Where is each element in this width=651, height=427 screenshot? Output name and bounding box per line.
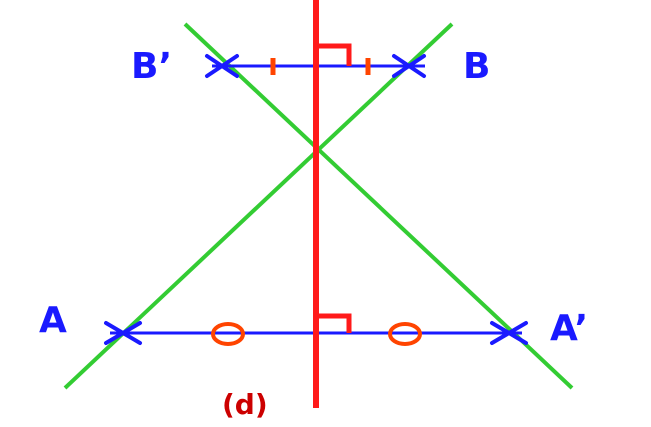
- label-b: B: [463, 46, 490, 87]
- point-a-marker: [104, 321, 142, 345]
- right-angle-top: [316, 43, 352, 66]
- green-line-ba: [183, 22, 574, 390]
- circle-mark-left: [211, 322, 245, 346]
- label-axis-d: (d): [222, 388, 268, 421]
- label-a: A: [39, 300, 67, 341]
- right-angle-bottom: [316, 313, 352, 333]
- circle-mark-right: [388, 322, 422, 346]
- point-b-prime-marker: [205, 54, 239, 78]
- label-a-prime: A’: [550, 308, 588, 349]
- point-b-marker: [392, 54, 426, 78]
- label-b-prime: B’: [131, 46, 172, 87]
- point-a-prime-marker: [490, 321, 528, 345]
